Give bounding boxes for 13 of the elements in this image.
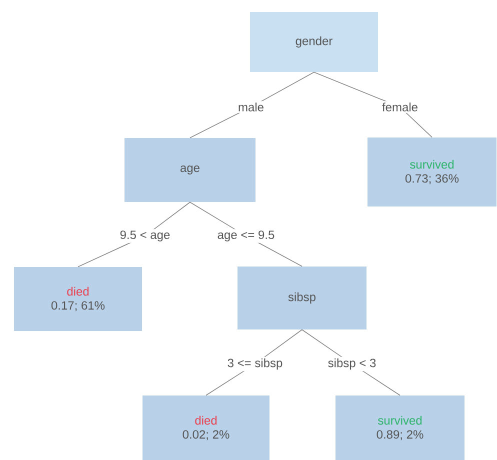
decision-box: gender	[250, 12, 378, 72]
decision-box: sibsp	[238, 266, 366, 330]
leaf-box: survived 0.89; 2%	[336, 396, 464, 460]
edge-label: male	[236, 101, 266, 113]
edge-label: 3 <= sibsp	[226, 356, 284, 372]
edge-label: sibsp < 3	[326, 356, 378, 372]
leaf-box: survived 0.73; 36%	[368, 138, 496, 206]
edge-label: age <= 9.5	[216, 229, 276, 243]
leaf-box: died 0.17; 61%	[14, 267, 142, 331]
edge-label: 9.5 < age	[118, 229, 172, 243]
edge-label: female	[380, 101, 420, 113]
decision-box: age	[124, 138, 256, 202]
leaf-box: died 0.02; 2%	[142, 396, 270, 460]
